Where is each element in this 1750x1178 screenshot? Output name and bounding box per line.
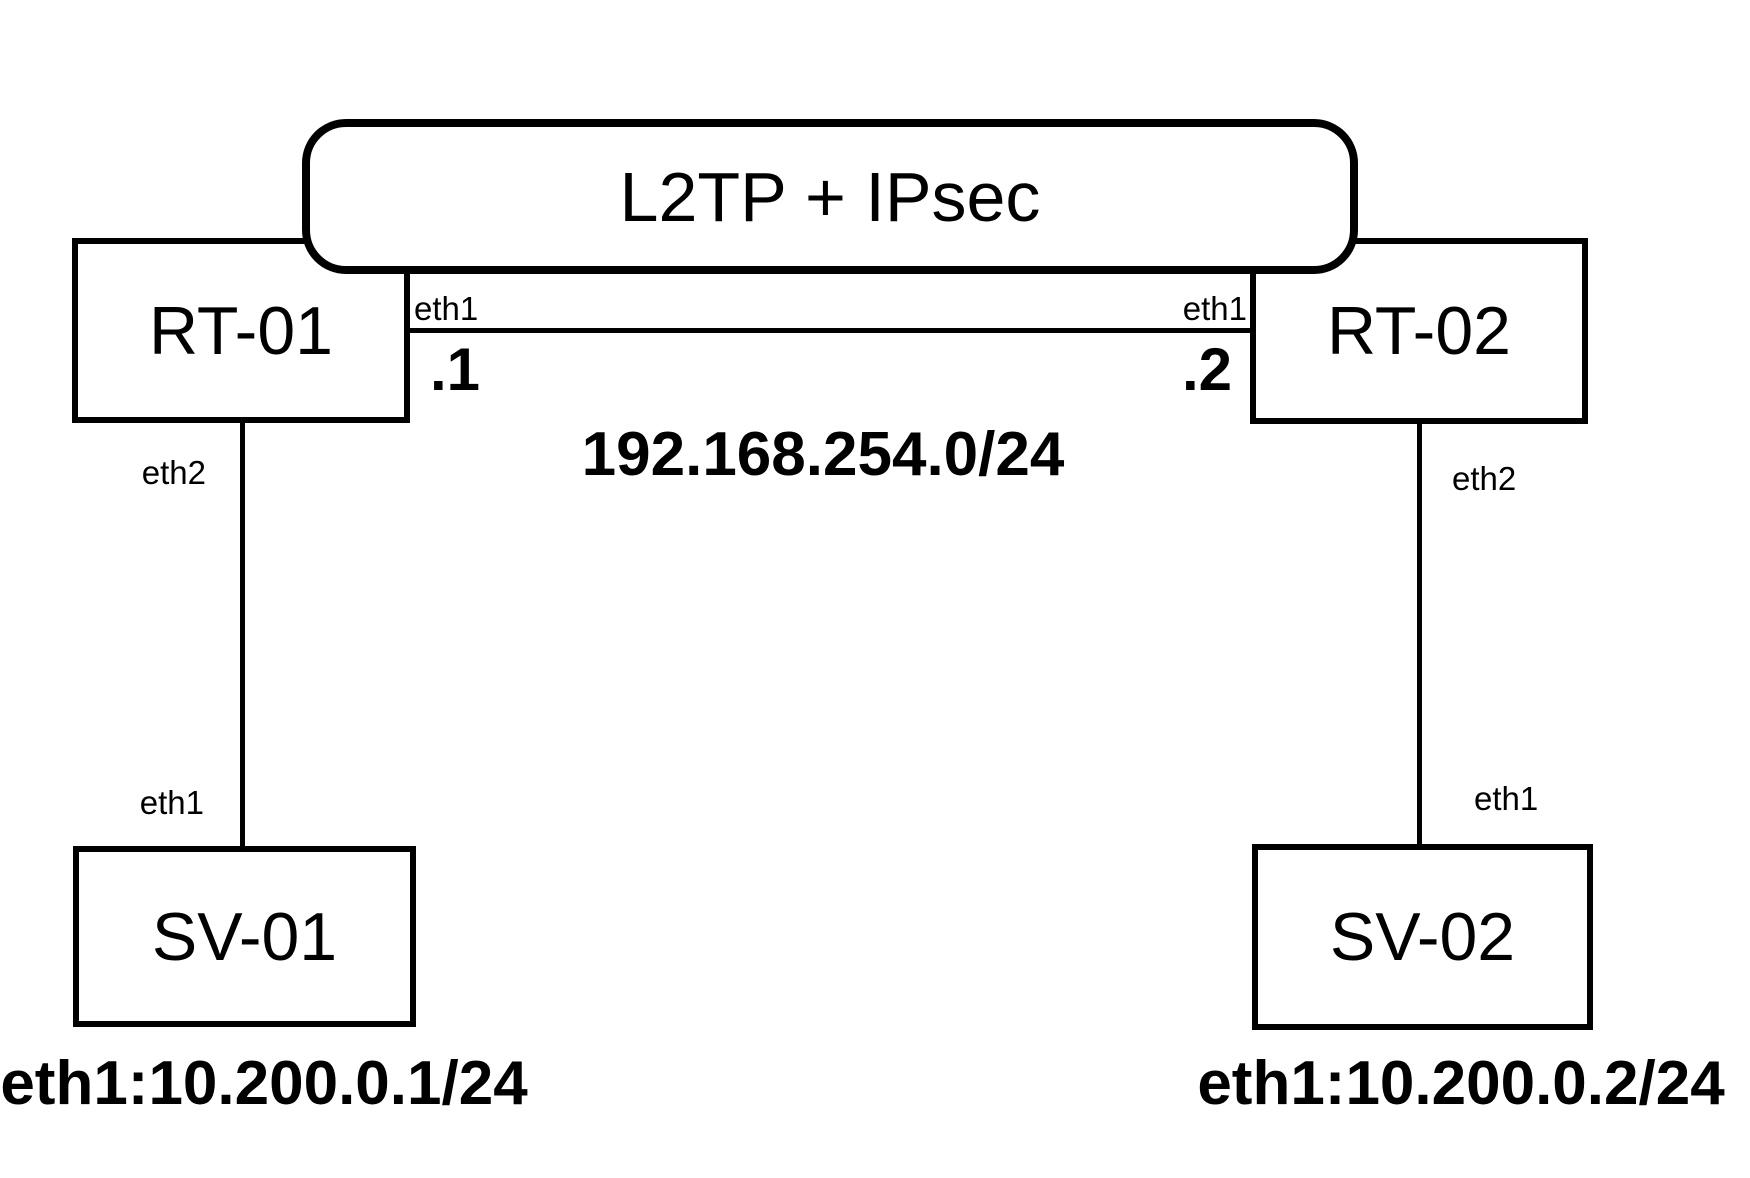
rt01-sv01-link-line: [240, 420, 245, 850]
router-rt02-label: RT-02: [1327, 293, 1511, 369]
rt01-wan-host-label: .1: [430, 336, 481, 403]
wan-subnet-label: 192.168.254.0/24: [581, 420, 1065, 489]
rt01-wan-port-label: eth1: [414, 290, 479, 327]
server-sv01-box: SV-01: [73, 846, 416, 1027]
rt02-wan-port-label: eth1: [1182, 290, 1247, 327]
rt02-lan-port-label: eth2: [1452, 460, 1517, 497]
router-rt02-box: RT-02: [1250, 238, 1588, 424]
wan-link-line: [408, 328, 1254, 333]
rt01-lan-port-label: eth2: [141, 454, 206, 491]
sv02-port-label: eth1: [1474, 780, 1539, 817]
server-sv01-label: SV-01: [151, 898, 338, 975]
sv01-address-caption: eth1:10.200.0.1/24: [0, 1049, 528, 1118]
rt02-sv02-link-line: [1417, 421, 1422, 847]
server-sv02-label: SV-02: [1329, 899, 1516, 975]
sv02-address-caption: eth1:10.200.0.2/24: [1197, 1049, 1725, 1118]
rt02-wan-host-label: .2: [1181, 336, 1232, 403]
router-rt01-label: RT-01: [149, 292, 333, 369]
tunnel-label: L2TP + IPsec: [619, 157, 1041, 236]
sv01-port-label: eth1: [139, 784, 204, 821]
tunnel-box: L2TP + IPsec: [302, 119, 1358, 274]
server-sv02-box: SV-02: [1252, 844, 1593, 1030]
